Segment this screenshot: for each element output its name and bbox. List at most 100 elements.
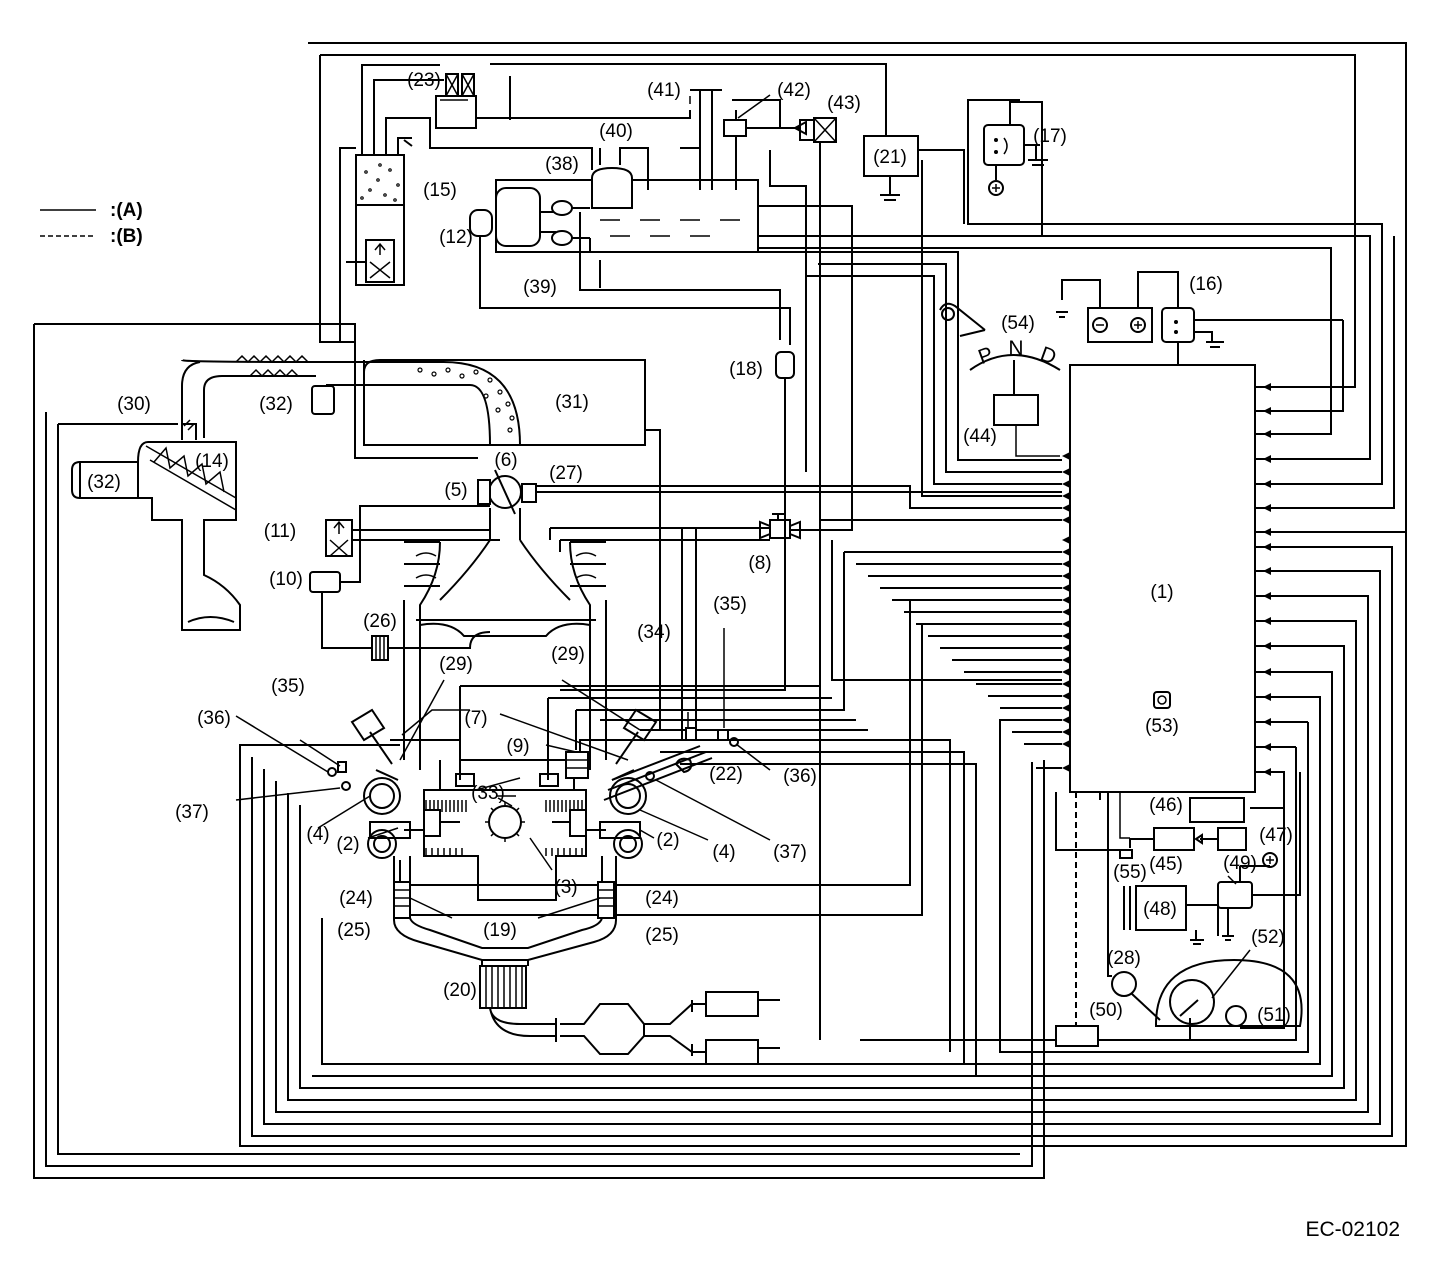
callout-c35b: (35) bbox=[713, 594, 747, 615]
lower-right-components bbox=[1055, 772, 1303, 1047]
callout-c14: (14) bbox=[195, 451, 229, 472]
callout-c39: (39) bbox=[523, 277, 557, 298]
callout-c1: (1) bbox=[1150, 582, 1173, 603]
callout-c20: (20) bbox=[443, 980, 477, 1001]
callout-c32a: (32) bbox=[87, 472, 121, 493]
callout-c5: (5) bbox=[444, 480, 467, 501]
callout-c30: (30) bbox=[117, 394, 151, 415]
legend-label-a: :(A) bbox=[110, 200, 143, 221]
callout-c16: (16) bbox=[1189, 274, 1223, 295]
callout-c41: (41) bbox=[647, 80, 681, 101]
callout-c23: (23) bbox=[407, 70, 441, 91]
legend-labels: :(A) :(B) bbox=[110, 200, 143, 247]
figure-code: EC-02102 bbox=[1305, 1218, 1400, 1241]
callout-c32b: (32) bbox=[259, 394, 293, 415]
purge-valve-23 bbox=[435, 73, 691, 129]
callout-c29a: (29) bbox=[439, 654, 473, 675]
callout-c42: (42) bbox=[777, 80, 811, 101]
engine bbox=[363, 739, 650, 901]
callout-c36b: (36) bbox=[783, 766, 817, 787]
callout-c3: (3) bbox=[554, 877, 577, 898]
legend bbox=[40, 209, 96, 237]
battery bbox=[1056, 271, 1179, 343]
ecm-left-harness bbox=[399, 63, 1062, 1076]
callout-c54: (54) bbox=[1001, 313, 1035, 334]
callout-c26: (26) bbox=[363, 611, 397, 632]
callout-c29b: (29) bbox=[551, 644, 585, 665]
fuel-filter-18 bbox=[560, 351, 795, 691]
callout-c40: (40) bbox=[599, 121, 633, 142]
callout-c8: (8) bbox=[748, 553, 771, 574]
relay-21 bbox=[863, 135, 965, 224]
callout-c4b: (4) bbox=[712, 842, 735, 863]
callout-c47: (47) bbox=[1259, 825, 1293, 846]
callout-c11: (11) bbox=[264, 521, 296, 542]
legend-label-b: :(B) bbox=[110, 226, 143, 247]
ecm-right-harness bbox=[320, 54, 1406, 533]
intake-system bbox=[71, 354, 646, 631]
callout-c22: (22) bbox=[709, 764, 743, 785]
outer-harness-lines bbox=[33, 42, 1407, 1179]
callout-c12: (12) bbox=[439, 227, 473, 248]
callout-c48: (48) bbox=[1143, 899, 1177, 920]
ecm-arrows bbox=[1062, 383, 1271, 776]
callout-c33: (33) bbox=[471, 783, 505, 804]
main-relay-16 bbox=[1161, 307, 1343, 365]
callout-c45: (45) bbox=[1149, 854, 1183, 875]
callout-c2b: (2) bbox=[656, 830, 679, 851]
callout-c9: (9) bbox=[506, 736, 529, 757]
fuel-tank bbox=[469, 89, 920, 531]
leader-lines bbox=[235, 94, 1251, 999]
callout-c15: (15) bbox=[423, 180, 457, 201]
callout-labels: (1) (2) (2) (3) (4) (4) (5) (6) (7) (8) (9) (10) (11… bbox=[87, 70, 1293, 1026]
callout-c18: (18) bbox=[729, 359, 763, 380]
shift-position-d: D bbox=[1037, 342, 1059, 369]
callout-c21: (21) bbox=[873, 147, 907, 168]
callout-c51: (51) bbox=[1257, 1005, 1291, 1026]
callout-c4a: (4) bbox=[306, 824, 329, 845]
ecm-1 bbox=[1069, 364, 1256, 793]
callout-c43: (43) bbox=[827, 93, 861, 114]
callout-c52: (52) bbox=[1251, 927, 1285, 948]
relay-17 bbox=[983, 101, 1048, 236]
callout-c31: (31) bbox=[555, 392, 589, 413]
canister-assembly bbox=[339, 64, 593, 342]
throttle-body bbox=[477, 469, 1062, 540]
callout-c10: (10) bbox=[269, 569, 303, 590]
canister bbox=[355, 154, 405, 286]
callout-c2a: (2) bbox=[336, 834, 359, 855]
callout-c53: (53) bbox=[1145, 716, 1179, 737]
callout-c46: (46) bbox=[1149, 795, 1183, 816]
callout-c19: (19) bbox=[483, 920, 517, 941]
injectors bbox=[327, 708, 739, 801]
callout-c6: (6) bbox=[494, 450, 517, 471]
callout-c55: (55) bbox=[1113, 862, 1147, 883]
callout-c35a: (35) bbox=[271, 676, 305, 697]
callout-c28: (28) bbox=[1107, 948, 1141, 969]
valves-10-11 bbox=[309, 505, 500, 661]
exhaust-system bbox=[393, 856, 780, 1065]
callout-c7: (7) bbox=[464, 708, 487, 729]
ecm-right-stubs bbox=[1250, 721, 1308, 809]
shift-position-n: N bbox=[1008, 337, 1023, 360]
callout-c25b: (25) bbox=[645, 925, 679, 946]
inhibitor-switch-54 bbox=[939, 302, 1061, 457]
callout-c34: (34) bbox=[637, 622, 671, 643]
callout-c36a: (36) bbox=[197, 708, 231, 729]
callout-c25a: (25) bbox=[337, 920, 371, 941]
callout-c37a: (37) bbox=[175, 802, 209, 823]
callout-c24b: (24) bbox=[645, 888, 679, 909]
callout-c49: (49) bbox=[1223, 853, 1257, 874]
callout-c37b: (37) bbox=[773, 842, 807, 863]
callout-c24a: (24) bbox=[339, 888, 373, 909]
callout-c50: (50) bbox=[1089, 1000, 1123, 1021]
intake-manifold bbox=[403, 539, 607, 770]
callout-c17: (17) bbox=[1033, 126, 1067, 147]
callout-c44: (44) bbox=[963, 426, 997, 447]
callout-c27: (27) bbox=[549, 463, 583, 484]
drain-valve-43 bbox=[792, 117, 837, 143]
callout-c38: (38) bbox=[545, 154, 579, 175]
